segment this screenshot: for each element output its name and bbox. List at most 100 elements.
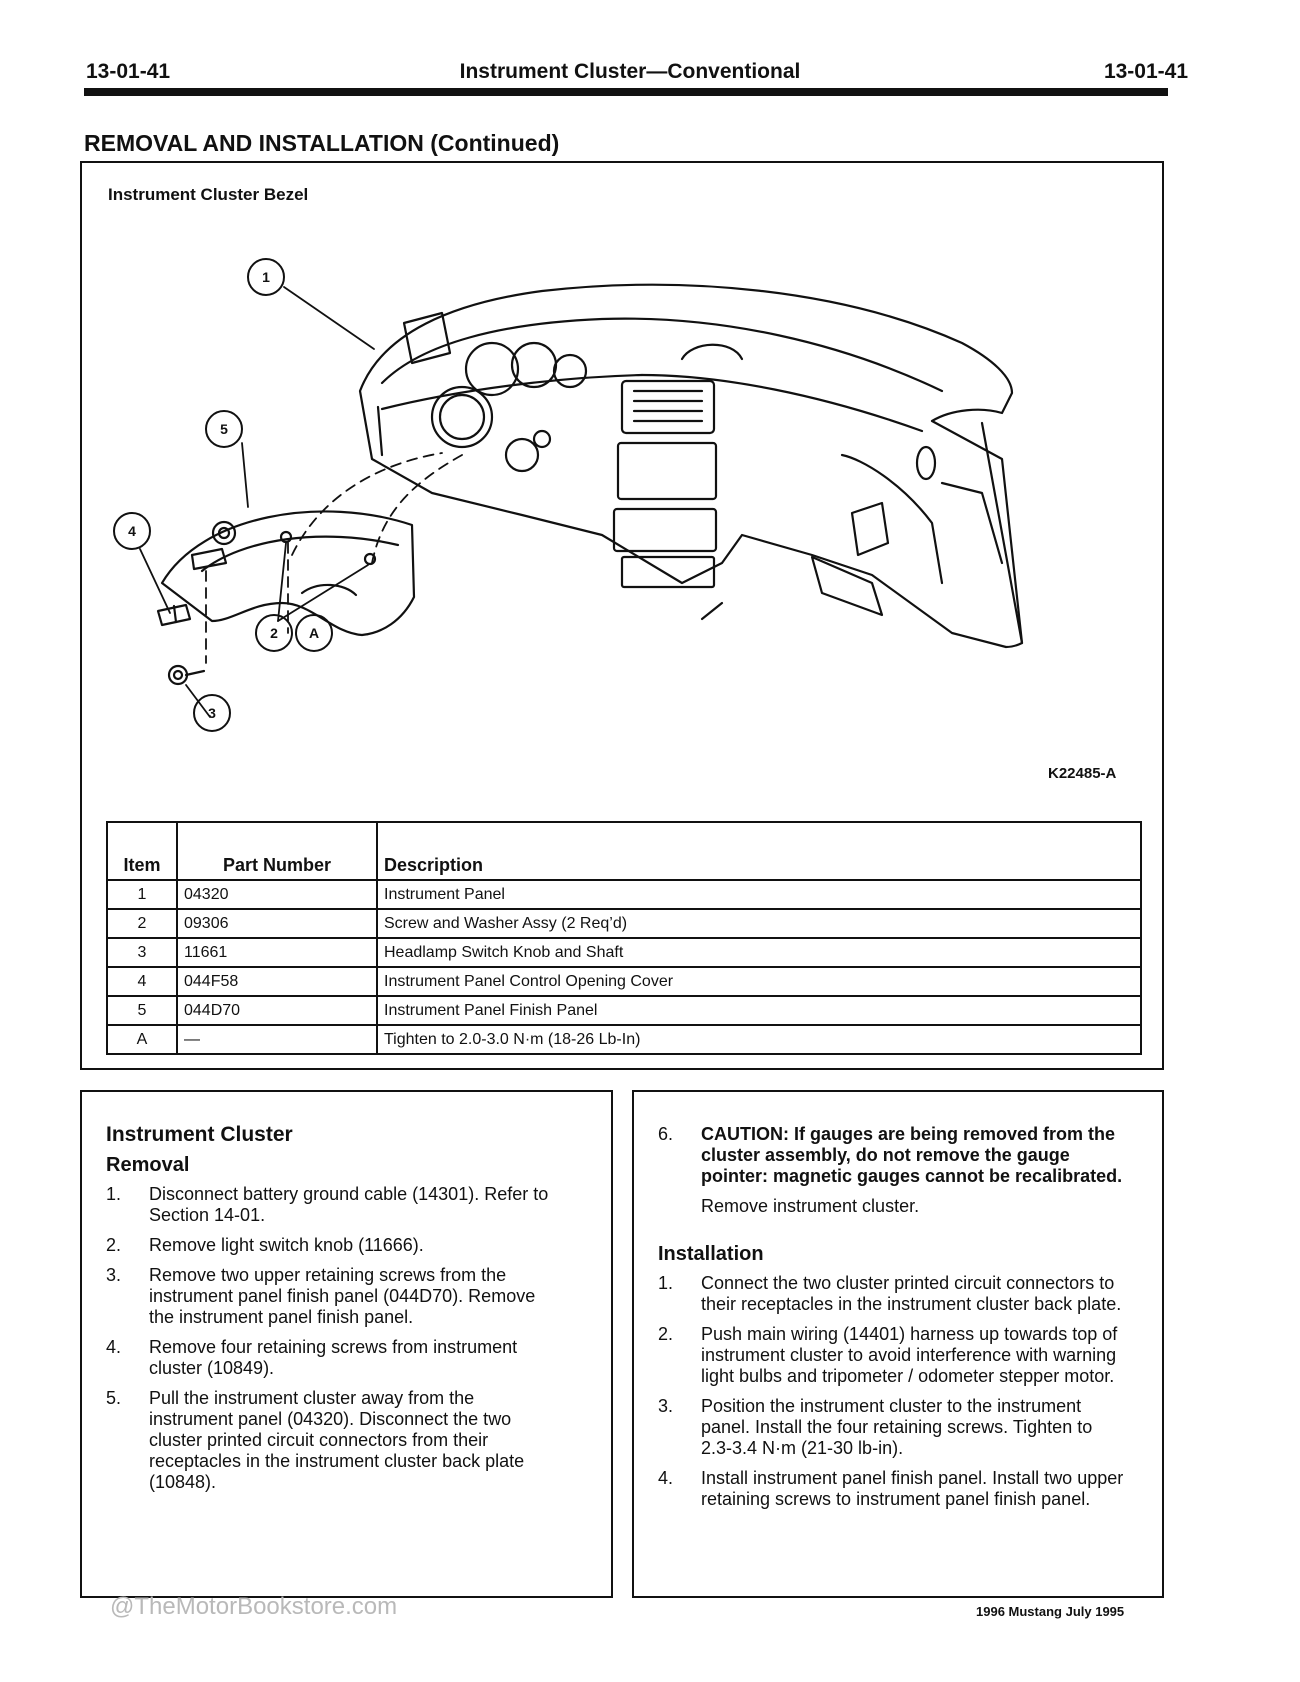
- step-number: 2.: [658, 1324, 674, 1344]
- cell-part-number: 044D70: [176, 995, 378, 1026]
- removal-steps: 1. Disconnect battery ground cable (14301…: [106, 1184, 556, 1502]
- step-number: 3.: [658, 1396, 674, 1416]
- headlamp-switch-knob: [167, 664, 206, 686]
- dashboard-outline: [358, 283, 1024, 649]
- header-part-number: Part Number: [176, 821, 378, 881]
- cell-part-number: 09306: [176, 908, 378, 939]
- header-description: Description: [376, 821, 1142, 881]
- callout-label-4: 4: [128, 523, 136, 539]
- step-number: 1.: [658, 1273, 674, 1293]
- control-opening-cover: [156, 603, 192, 627]
- cluster-heading: Instrument Cluster: [106, 1123, 293, 1146]
- step-item: 3.Position the instrument cluster to the…: [658, 1396, 1128, 1459]
- step-number: 4.: [106, 1337, 122, 1357]
- page-number-right: 13-01-41: [1103, 60, 1188, 83]
- cell-item: 2: [106, 908, 178, 939]
- installation-heading: Installation: [658, 1243, 764, 1265]
- figure-code: K22485-A: [1048, 765, 1117, 782]
- cell-description: Instrument Panel: [376, 879, 1142, 910]
- page-number-left: 13-01-41: [86, 60, 171, 83]
- callout-label-3: 3: [208, 705, 216, 721]
- step-item: 2. Remove light switch knob (11666).: [106, 1235, 556, 1256]
- passenger-side-vents: [810, 445, 937, 617]
- callout-A: [295, 614, 333, 652]
- step-item: 4. Install instrument panel finish panel.…: [658, 1468, 1128, 1510]
- instrument-cluster-gauges: [402, 311, 588, 473]
- step-text: Install instrument panel finish panel. I…: [701, 1468, 1124, 1509]
- step-text: Remove two upper retaining screws from t…: [149, 1265, 536, 1327]
- callouts: [113, 258, 333, 732]
- figure-box: Instrument Cluster Bezel: [80, 161, 1164, 1070]
- callout-label-A: A: [309, 625, 319, 641]
- cell-description: Instrument Panel Control Opening Cover: [376, 966, 1142, 997]
- callout-4: [113, 512, 151, 550]
- footer-publication: 1996 Mustang July 1995: [976, 1604, 1125, 1619]
- page-header-title: Instrument Cluster—Conventional: [459, 60, 801, 83]
- step-item: 2. Push main wiring (14401) harness up to…: [658, 1324, 1128, 1387]
- callout-2: [255, 614, 293, 652]
- removal-box: Instrument Cluster Removal 1. Disconnect …: [80, 1090, 613, 1598]
- cell-part-number: 11661: [176, 937, 378, 968]
- instrument-panel-illustration: 1 2 A 3 4 5: [113, 258, 1024, 732]
- cell-description: Screw and Washer Assy (2 Req’d): [376, 908, 1142, 939]
- step-text: Push main wiring (14401) harness up towa…: [701, 1324, 1118, 1386]
- finish-panel: [160, 510, 416, 637]
- step-number: 5.: [106, 1388, 122, 1408]
- cell-part-number: 04320: [176, 879, 378, 910]
- step-item: 1. Connect the two cluster printed circui…: [658, 1273, 1128, 1315]
- step-item: 4. Remove four retaining screws from inst…: [106, 1337, 556, 1379]
- step-number: 1.: [106, 1184, 122, 1204]
- step-number: 2.: [106, 1235, 122, 1255]
- callout-5: [205, 410, 243, 448]
- cell-part-number: —: [176, 1024, 378, 1055]
- header-rule: [84, 88, 1168, 96]
- step-text: Remove light switch knob (11666).: [149, 1235, 424, 1255]
- step-item: 3. Remove two upper retaining screws from…: [106, 1265, 556, 1328]
- watermark: @TheMotorBookstore.com: [110, 1593, 398, 1620]
- figure-title: Instrument Cluster Bezel: [108, 185, 309, 204]
- cell-item: 1: [106, 879, 178, 910]
- screws: [279, 530, 377, 566]
- header-item: Item: [106, 821, 178, 881]
- step-text: Remove four retaining screws from instru…: [149, 1337, 518, 1378]
- step-text: Connect the two cluster printed circuit …: [701, 1273, 1122, 1314]
- step-number: 4.: [658, 1468, 674, 1488]
- cell-item: A: [106, 1024, 178, 1055]
- table-header-row: Item Part Number Description: [106, 821, 1142, 881]
- cell-description: Instrument Panel Finish Panel: [376, 995, 1142, 1026]
- cell-item: 4: [106, 966, 178, 997]
- callout-label-2: 2: [270, 625, 278, 641]
- table-row: A—Tighten to 2.0-3.0 N·m (18-26 Lb-In): [106, 1024, 1142, 1055]
- step-number: 3.: [106, 1265, 122, 1285]
- cell-item: 5: [106, 995, 178, 1026]
- caution-text: CAUTION: If gauges are being removed fro…: [701, 1124, 1123, 1186]
- step-6-text: Remove instrument cluster.: [701, 1196, 920, 1216]
- callout-3: [193, 694, 231, 732]
- step-item: 1. Disconnect battery ground cable (14301…: [106, 1184, 556, 1226]
- callout-1: [247, 258, 285, 296]
- leader-lines: [139, 286, 375, 718]
- step-text: Pull the instrument cluster away from th…: [149, 1388, 525, 1492]
- step-item: 5. Pull the instrument cluster away from …: [106, 1388, 556, 1493]
- step-text: Disconnect battery ground cable (14301).…: [149, 1184, 549, 1225]
- step-6-num: 6.: [658, 1124, 674, 1144]
- callout-label-5: 5: [220, 421, 228, 437]
- callout-label-1: 1: [262, 269, 270, 285]
- cell-part-number: 044F58: [176, 966, 378, 997]
- step-6: 6. CAUTION: If gauges are being removed …: [658, 1124, 1128, 1217]
- installation-box: 6. CAUTION: If gauges are being removed …: [632, 1090, 1164, 1598]
- removal-heading: Removal: [106, 1154, 190, 1176]
- center-stack: [612, 343, 744, 589]
- cell-description: Headlamp Switch Knob and Shaft: [376, 937, 1142, 968]
- installation-steps: 1. Connect the two cluster printed circui…: [658, 1273, 1128, 1519]
- section-title: REMOVAL AND INSTALLATION (Continued): [84, 130, 560, 156]
- cell-item: 3: [106, 937, 178, 968]
- assembly-lines: [205, 452, 463, 664]
